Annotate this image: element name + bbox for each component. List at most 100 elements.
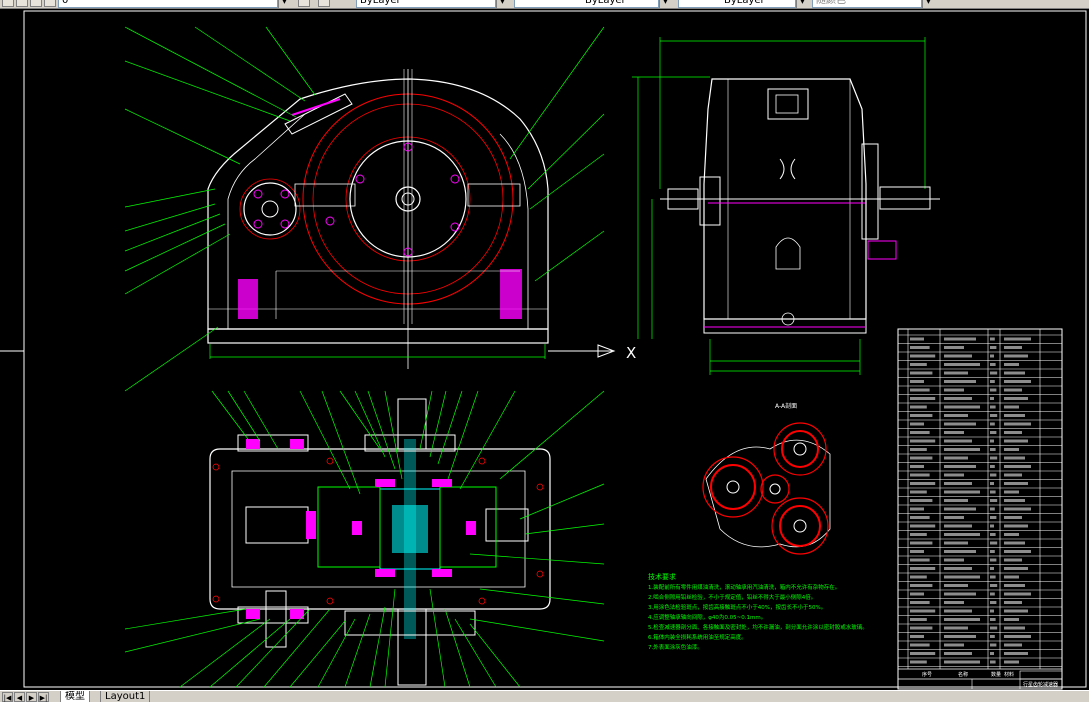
lineweight-dropdown-arrow-icon[interactable]: ▼ bbox=[796, 0, 808, 8]
layer-dropdown[interactable]: 0 bbox=[58, 0, 278, 8]
table-cell-text bbox=[1004, 567, 1028, 570]
table-cell-text bbox=[944, 584, 968, 587]
table-cell-text bbox=[1004, 541, 1025, 545]
table-cell-text bbox=[990, 371, 998, 375]
table-cell-text bbox=[990, 388, 997, 392]
table-cell-text bbox=[1004, 533, 1019, 536]
table-cell-text bbox=[944, 456, 968, 460]
layout-tab-bar: |◀ ◀ ▶ ▶| 模型 Layout1 bbox=[0, 690, 1089, 702]
table-cell-text bbox=[990, 567, 994, 570]
title-block-header-material: 材料 bbox=[1004, 671, 1014, 678]
table-cell-text bbox=[910, 550, 924, 553]
last-tab-icon[interactable]: ▶| bbox=[38, 692, 49, 702]
table-cell-text bbox=[990, 507, 995, 511]
table-cell-text bbox=[910, 643, 930, 647]
table-cell-text bbox=[910, 346, 930, 349]
table-cell-text bbox=[1004, 337, 1031, 341]
tech-requirement-4: 4.应调整轴承轴向间隙，φ40为0.05~0.1mm。 bbox=[648, 613, 766, 621]
plotstyle-dropdown-arrow-icon[interactable]: ▼ bbox=[922, 0, 934, 8]
layer-state-icon[interactable] bbox=[2, 0, 14, 7]
table-cell-text bbox=[910, 635, 924, 638]
table-cell-text bbox=[990, 516, 997, 519]
layer-previous-icon[interactable] bbox=[318, 0, 330, 7]
table-cell-text bbox=[944, 482, 972, 485]
table-cell-text bbox=[944, 507, 976, 511]
tab-model[interactable]: 模型 bbox=[60, 691, 90, 702]
table-cell-text bbox=[910, 380, 924, 383]
table-cell-text bbox=[990, 592, 995, 596]
tab-layout1[interactable]: Layout1 bbox=[100, 691, 151, 702]
layer-freeze-icon[interactable] bbox=[16, 0, 28, 7]
prev-tab-icon[interactable]: ◀ bbox=[14, 692, 25, 702]
make-current-layer-icon[interactable] bbox=[298, 0, 310, 7]
table-cell-text bbox=[910, 660, 927, 664]
layer-color-icon[interactable] bbox=[44, 0, 56, 7]
table-cell-text bbox=[944, 405, 980, 409]
table-cell-text bbox=[910, 541, 933, 545]
table-cell-text bbox=[944, 592, 976, 596]
color-dropdown-arrow-icon[interactable]: ▼ bbox=[496, 0, 508, 8]
next-tab-icon[interactable]: ▶ bbox=[26, 692, 37, 702]
table-cell-text bbox=[1004, 465, 1031, 468]
side-view bbox=[632, 37, 940, 375]
table-cell-text bbox=[990, 635, 995, 638]
table-cell-text bbox=[990, 354, 994, 358]
table-cell-text bbox=[910, 575, 927, 579]
table-cell-text bbox=[1004, 431, 1022, 434]
table-cell-text bbox=[910, 567, 936, 570]
parts-list-table: 序号 名称 数量 材料 行星齿轮减速器 bbox=[897, 328, 1063, 690]
first-tab-icon[interactable]: |◀ bbox=[2, 692, 13, 702]
table-cell-text bbox=[944, 499, 968, 502]
color-control-dropdown[interactable]: ByLayer bbox=[356, 0, 496, 8]
table-cell-text bbox=[1004, 601, 1022, 604]
table-cell-text bbox=[910, 618, 927, 621]
table-cell-text bbox=[1004, 558, 1022, 562]
table-cell-text bbox=[990, 558, 997, 562]
table-cell-text bbox=[990, 405, 996, 409]
table-cell-text bbox=[1004, 626, 1025, 630]
table-cell-text bbox=[990, 337, 995, 341]
front-view: X bbox=[124, 26, 636, 392]
table-cell-text bbox=[910, 448, 927, 451]
linetype-control-dropdown[interactable]: ByLayer bbox=[514, 0, 659, 8]
table-cell-text bbox=[910, 337, 924, 341]
table-cell-text bbox=[990, 431, 997, 434]
drawing-canvas[interactable]: X bbox=[0, 9, 1089, 690]
linetype-dropdown-arrow-icon[interactable]: ▼ bbox=[659, 0, 671, 8]
plotstyle-control-dropdown[interactable]: 随颜色 bbox=[812, 0, 922, 8]
table-cell-text bbox=[944, 388, 964, 392]
tech-requirement-3: 3.用涂色法检验斑点，按齿高接触斑点不小于40%，按齿长不小于50%。 bbox=[648, 603, 826, 611]
table-cell-text bbox=[990, 550, 995, 553]
layer-lock-icon[interactable] bbox=[30, 0, 42, 7]
table-cell-text bbox=[990, 533, 996, 536]
table-cell-text bbox=[910, 609, 936, 613]
table-cell-text bbox=[1004, 499, 1025, 502]
table-cell-text bbox=[990, 414, 998, 417]
table-cell-text bbox=[990, 499, 998, 502]
table-cell-text bbox=[1004, 575, 1019, 579]
table-cell-text bbox=[944, 660, 980, 664]
table-cell-text bbox=[910, 465, 924, 468]
table-cell-text bbox=[944, 626, 968, 630]
drawing-frame bbox=[23, 10, 1087, 688]
table-cell-text bbox=[1004, 635, 1031, 638]
table-cell-text bbox=[910, 524, 936, 528]
table-cell-text bbox=[944, 618, 980, 621]
lineweight-control-dropdown[interactable]: ByLayer bbox=[678, 0, 796, 8]
table-cell-text bbox=[944, 371, 968, 375]
section-a-a-view: A-A剖面 bbox=[702, 402, 831, 555]
table-cell-text bbox=[1004, 422, 1031, 426]
tech-requirements-title: 技术要求 bbox=[648, 572, 676, 581]
table-cell-text bbox=[944, 635, 976, 638]
table-cell-text bbox=[944, 533, 980, 536]
table-cell-text bbox=[1004, 550, 1031, 553]
table-cell-text bbox=[944, 567, 972, 570]
layer-dropdown-arrow-icon[interactable]: ▼ bbox=[278, 0, 290, 8]
table-cell-text bbox=[944, 448, 980, 451]
table-cell-text bbox=[1004, 405, 1019, 409]
properties-toolbar: 0 ▼ ByLayer ▼ ByLayer ▼ ByLayer ▼ 随颜色 ▼ bbox=[0, 0, 1089, 9]
table-cell-text bbox=[944, 380, 976, 383]
table-cell-text bbox=[910, 652, 936, 655]
table-cell-text bbox=[944, 465, 976, 468]
table-cell-text bbox=[1004, 448, 1019, 451]
